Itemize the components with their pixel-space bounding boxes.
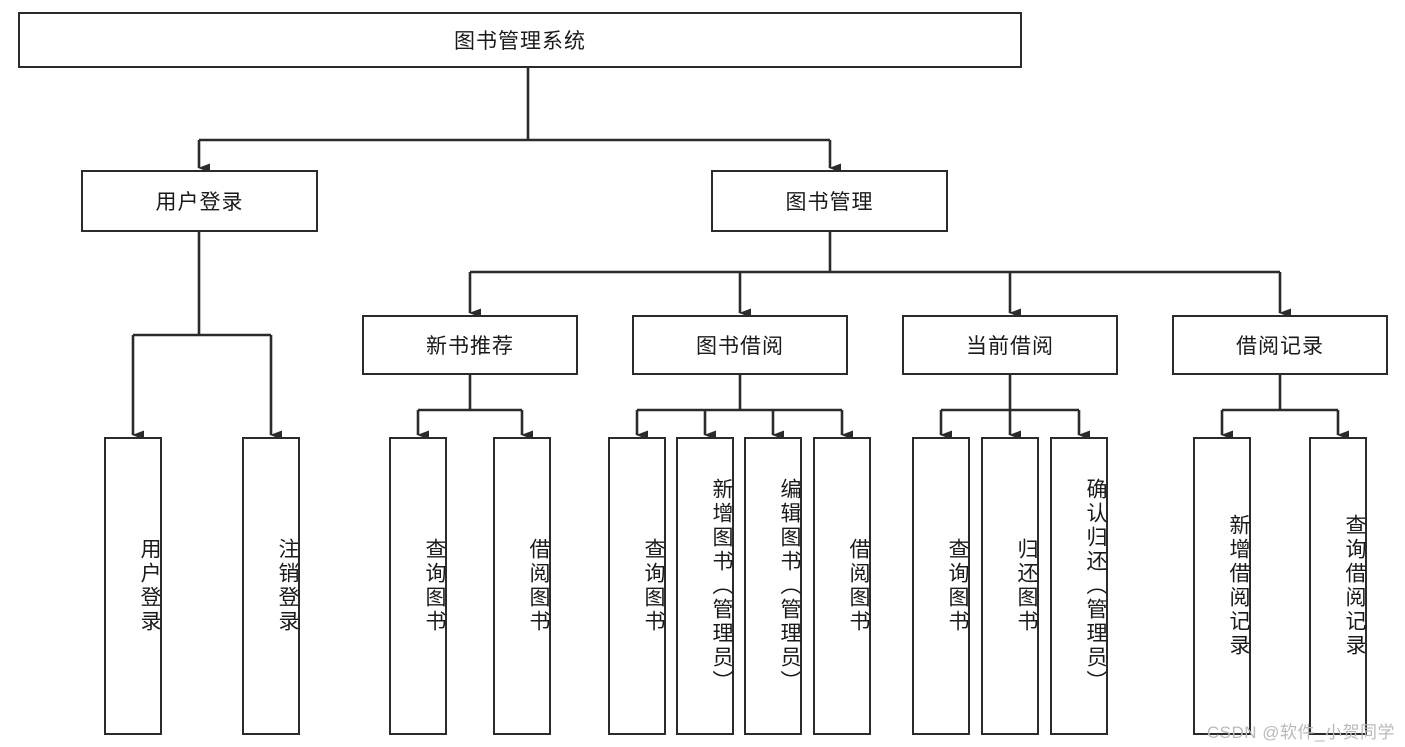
leaf-logout-label: 注销登录 bbox=[276, 538, 299, 634]
leaf-query-record[interactable]: 查询借阅记录 bbox=[1309, 437, 1367, 735]
leaf-confirm-return-label: 确认归还（管理员） bbox=[1084, 478, 1107, 694]
node-book-manage[interactable]: 图书管理 bbox=[711, 170, 948, 232]
leaf-query-book-1-label: 查询图书 bbox=[423, 538, 446, 634]
leaf-query-book-2[interactable]: 查询图书 bbox=[608, 437, 666, 735]
node-root-label: 图书管理系统 bbox=[454, 30, 586, 53]
leaf-edit-book[interactable]: 编辑图书（管理员） bbox=[744, 437, 802, 735]
leaf-return-book-label: 归还图书 bbox=[1015, 538, 1038, 634]
leaf-borrow-book-1-label: 借阅图书 bbox=[527, 538, 550, 634]
leaf-edit-book-label: 编辑图书（管理员） bbox=[778, 478, 801, 694]
leaf-add-record[interactable]: 新增借阅记录 bbox=[1193, 437, 1251, 735]
node-book-borrow-label: 图书借阅 bbox=[696, 335, 784, 358]
leaf-confirm-return[interactable]: 确认归还（管理员） bbox=[1050, 437, 1108, 735]
leaf-user-login[interactable]: 用户登录 bbox=[104, 437, 162, 735]
leaf-add-book[interactable]: 新增图书（管理员） bbox=[676, 437, 734, 735]
node-user-login-label: 用户登录 bbox=[155, 191, 244, 214]
node-root[interactable]: 图书管理系统 bbox=[18, 12, 1022, 68]
node-user-login[interactable]: 用户登录 bbox=[81, 170, 318, 232]
leaf-query-book-3[interactable]: 查询图书 bbox=[912, 437, 970, 735]
node-current-borrow-label: 当前借阅 bbox=[966, 335, 1054, 358]
node-new-book-recommend-label: 新书推荐 bbox=[426, 335, 514, 358]
node-book-manage-label: 图书管理 bbox=[785, 191, 874, 214]
leaf-query-record-label: 查询借阅记录 bbox=[1343, 514, 1366, 658]
node-new-book-recommend[interactable]: 新书推荐 bbox=[362, 315, 578, 375]
leaf-logout[interactable]: 注销登录 bbox=[242, 437, 300, 735]
leaf-borrow-book-1[interactable]: 借阅图书 bbox=[493, 437, 551, 735]
leaf-query-book-2-label: 查询图书 bbox=[642, 538, 665, 634]
leaf-return-book[interactable]: 归还图书 bbox=[981, 437, 1039, 735]
leaf-user-login-label: 用户登录 bbox=[138, 538, 161, 634]
node-book-borrow[interactable]: 图书借阅 bbox=[632, 315, 848, 375]
leaf-add-book-label: 新增图书（管理员） bbox=[710, 478, 733, 694]
leaf-query-book-3-label: 查询图书 bbox=[946, 538, 969, 634]
node-borrow-record[interactable]: 借阅记录 bbox=[1172, 315, 1388, 375]
leaf-borrow-book-2[interactable]: 借阅图书 bbox=[813, 437, 871, 735]
node-current-borrow[interactable]: 当前借阅 bbox=[902, 315, 1118, 375]
leaf-query-book-1[interactable]: 查询图书 bbox=[389, 437, 447, 735]
leaf-add-record-label: 新增借阅记录 bbox=[1227, 514, 1250, 658]
watermark: CSDN @软件_小贺同学 bbox=[1206, 723, 1395, 742]
leaf-borrow-book-2-label: 借阅图书 bbox=[847, 538, 870, 634]
node-borrow-record-label: 借阅记录 bbox=[1236, 335, 1324, 358]
